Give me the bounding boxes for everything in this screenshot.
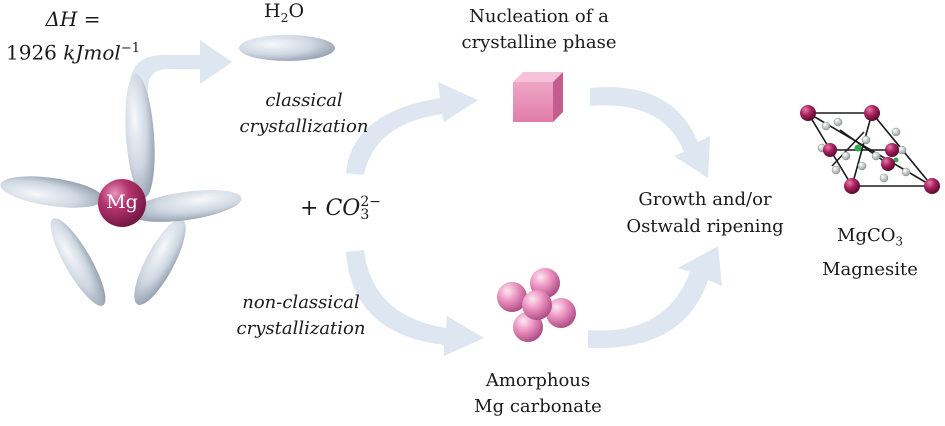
- water-petal-icon: [130, 190, 242, 222]
- amorphous-line1: Amorphous: [485, 370, 591, 391]
- magnesite-sub: 3: [895, 234, 903, 249]
- amorphous-line2: Mg carbonate: [474, 396, 602, 417]
- crystalline-cube-icon: [513, 72, 563, 122]
- classical-line2: crystallization: [239, 116, 369, 137]
- water-sub: 2: [280, 10, 289, 25]
- magnesite-base: MgCO: [837, 225, 896, 246]
- enthalpy-value: 1926: [6, 40, 57, 65]
- nucleation-line1: Nucleation of a: [469, 6, 609, 27]
- water-molecule-icon: [239, 35, 335, 61]
- nonclassical-label: non-classical crystallization: [226, 290, 376, 342]
- carbonate-charge: 2−: [360, 194, 381, 210]
- water-petal-icon: [125, 74, 155, 198]
- nonclassical-line2: crystallization: [236, 318, 366, 339]
- mg-ion-label: Mg: [106, 191, 138, 213]
- magnesite-formula: MgCO3: [820, 222, 920, 256]
- arrow-to-water: [130, 40, 232, 170]
- magnesite-structure-icon: [800, 105, 940, 194]
- classical-line1: classical: [265, 90, 343, 111]
- enthalpy-line2: 1926 kJmol−1: [6, 34, 140, 68]
- classical-label: classical crystallization: [234, 88, 374, 140]
- growth-line2: Ostwald ripening: [626, 216, 784, 237]
- enthalpy-unit: kJmol: [63, 40, 121, 65]
- carbonate-prefix: +: [300, 196, 319, 221]
- nucleation-line2: crystalline phase: [461, 32, 617, 53]
- water-petal-icon: [0, 176, 104, 208]
- amorphous-label: Amorphous Mg carbonate: [458, 368, 618, 420]
- water-tail: O: [288, 0, 305, 22]
- water-formula: H2O: [264, 0, 304, 25]
- arrow-nucleation-to-growth: [590, 87, 710, 178]
- nonclassical-line1: non-classical: [242, 292, 360, 313]
- arrow-classical: [346, 82, 478, 175]
- mg-hydration-complex: [0, 74, 242, 306]
- arrow-nonclassical: [346, 250, 484, 356]
- enthalpy-line1: ΔH =: [45, 7, 101, 31]
- amorphous-spheres-icon: [497, 268, 576, 342]
- arrow-amorphous-to-growth: [588, 246, 722, 349]
- enthalpy-exponent: −1: [120, 41, 140, 56]
- carbonate-sub: 3: [360, 207, 370, 223]
- mg-ion-icon: [98, 179, 146, 227]
- water-petal-icon: [50, 218, 106, 306]
- magnesite-name: Magnesite: [822, 258, 918, 280]
- enthalpy-label: ΔH = 1926 kJmol−1: [6, 4, 140, 68]
- water-base: H: [264, 0, 281, 22]
- growth-line1: Growth and/or: [638, 189, 772, 210]
- nucleation-label: Nucleation of a crystalline phase: [454, 4, 624, 56]
- growth-label: Growth and/or Ostwald ripening: [614, 186, 796, 240]
- magnesite-label: MgCO3 Magnesite: [820, 222, 920, 283]
- flow-arrows: [130, 40, 722, 356]
- water-petal-icon: [134, 219, 186, 305]
- carbonate-base: CO: [325, 196, 361, 221]
